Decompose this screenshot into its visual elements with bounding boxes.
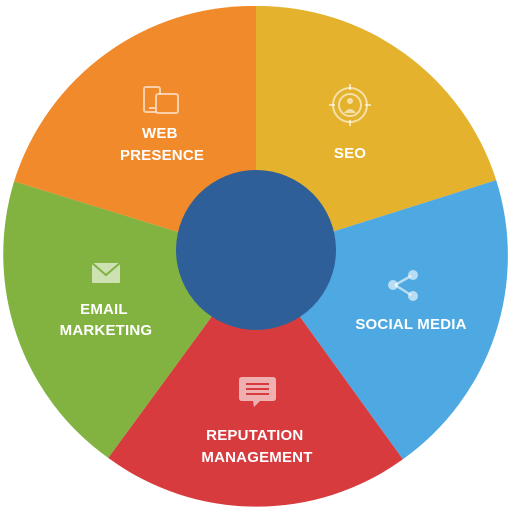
envelope-icon	[91, 262, 121, 283]
target-person-icon	[329, 84, 371, 126]
label-social-media: SOCIAL MEDIA	[355, 316, 466, 333]
label-reputation-management: REPUTATION MANAGEMENT	[201, 427, 312, 466]
label-web-presence: WEB PRESENCE	[120, 125, 204, 164]
center-hub	[176, 170, 336, 330]
label-seo: SEO	[334, 145, 366, 162]
devices-icon	[143, 86, 179, 114]
speech-bubble-icon	[239, 377, 276, 407]
segment-web-presence	[14, 5, 256, 257]
share-icon	[388, 270, 418, 301]
segment-seo	[256, 5, 497, 256]
label-email-marketing: EMAIL MARKETING	[60, 301, 153, 339]
